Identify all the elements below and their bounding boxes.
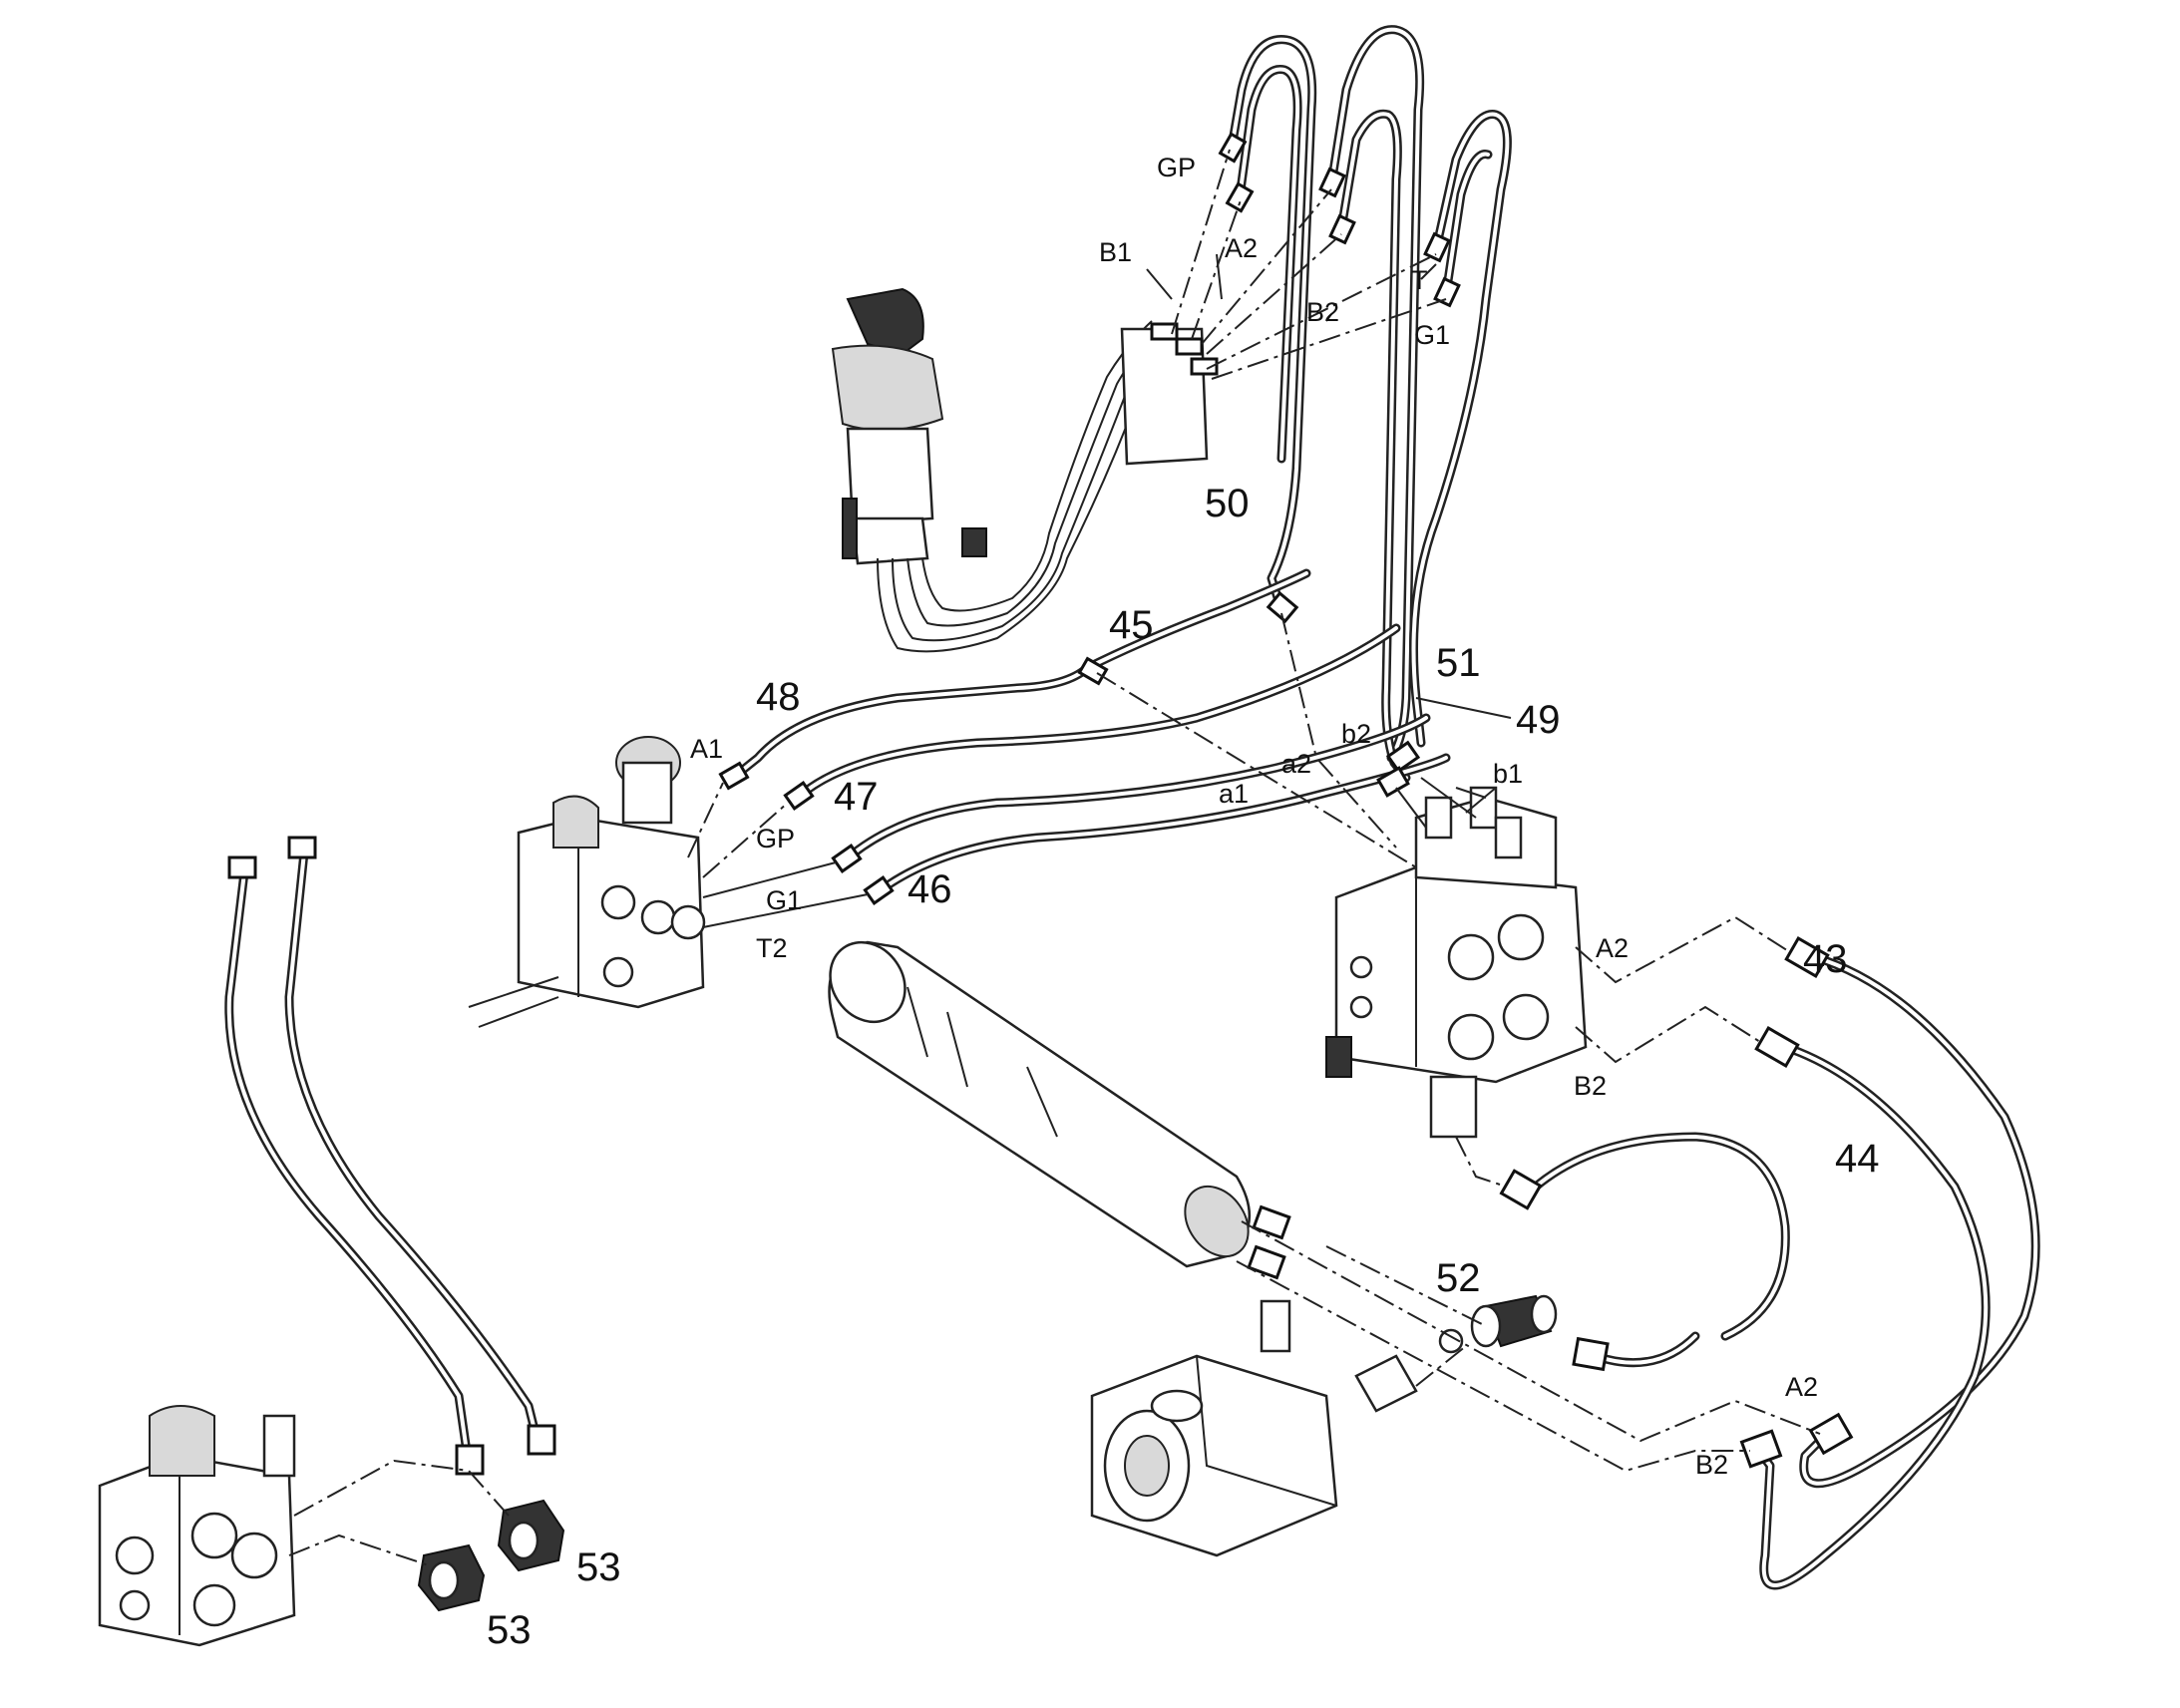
callout-53-right: 53 [576,1545,621,1589]
callout-44: 44 [1835,1137,1880,1181]
part-53-elbow-left [417,1543,486,1612]
port-a2-lower: a2 [1281,749,1311,779]
hose-44 [1750,1042,1991,1590]
callout-53-left: 53 [487,1608,532,1652]
hose-47 [793,623,1401,803]
callout-43: 43 [1803,937,1848,981]
port-t-joystick: T [1411,265,1428,295]
port-b2-lower: b2 [1341,719,1371,749]
hose-left-pair [224,848,544,1471]
hose-52 [1531,1132,1790,1368]
main-control-valve [1325,786,1588,1139]
port-a2-main: A2 [1596,933,1629,963]
callout-48: 48 [756,675,801,719]
port-labels: GP B1 A2 B2 T G1 A1 GP G1 T2 a2 b2 b1 a1… [690,153,1818,1480]
port-b1-lower: b1 [1493,759,1523,789]
port-b2-main: B2 [1574,1071,1607,1101]
callout-50: 50 [1205,482,1250,525]
bottom-left-valve [98,1405,296,1647]
part-52-tee-fitting [1470,1294,1558,1348]
hydraulic-pump [1090,1299,1464,1557]
hose-45 [1082,568,1311,673]
hose-51 [1326,25,1425,783]
fittings [227,132,1854,1476]
port-a1-lower: a1 [1219,779,1249,809]
port-g1-joystick: G1 [1414,320,1450,350]
port-a1-left: A1 [690,734,723,764]
callout-49: 49 [1516,698,1561,742]
port-a2-pump: A2 [1785,1372,1818,1402]
callout-45: 45 [1109,603,1154,647]
hose-48 [728,663,1092,783]
callout-47: 47 [834,775,879,819]
part-53-elbow-right [497,1499,565,1572]
callout-labels: 43 44 45 46 47 48 49 50 51 52 53 53 [487,482,1880,1652]
hose-49 [1409,110,1512,748]
callout-52: 52 [1436,1256,1481,1300]
joystick-assembly [831,287,1219,653]
hose-50 [1227,35,1317,615]
port-gp-left: GP [756,824,795,854]
port-b2-pump: B2 [1695,1450,1728,1480]
filter-cylinder [828,940,1252,1268]
port-b1-joystick: B1 [1099,237,1132,267]
hose-43 [1799,952,2040,1489]
leader-lines [1146,253,1512,814]
port-t2-left: T2 [756,933,788,963]
port-b2-joystick: B2 [1306,297,1339,327]
callout-51: 51 [1436,641,1481,685]
left-valve-block [468,736,706,1028]
port-gp-joystick: GP [1157,153,1196,182]
port-g1-left: G1 [766,885,802,915]
callout-46: 46 [908,867,952,911]
port-a2-joystick: A2 [1225,233,1258,263]
